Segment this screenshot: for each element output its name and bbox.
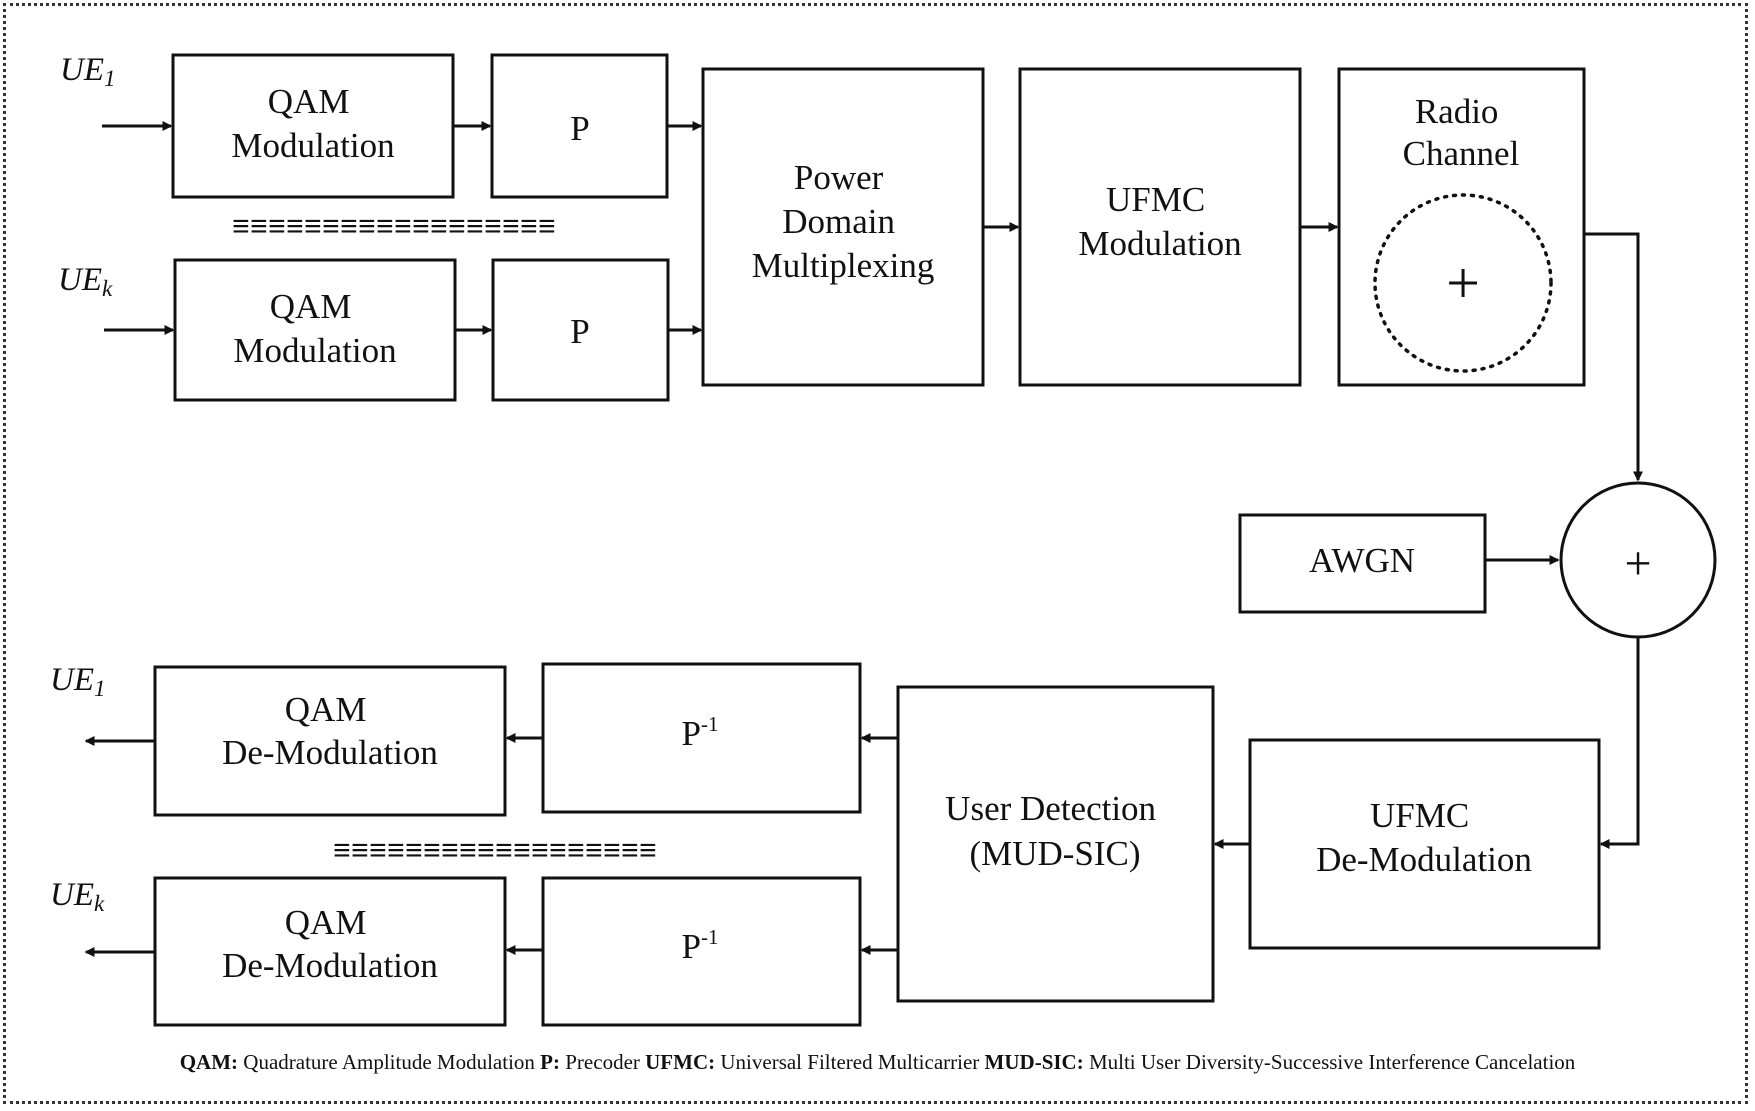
precoder-block-k	[491, 258, 670, 402]
inverse-precoder-block-k	[541, 876, 862, 1027]
power-domain-multiplexing-label: Power Domain Multiplexing	[752, 158, 935, 285]
ufmc-demodulation-label: UFMC De-Modulation	[1316, 796, 1532, 879]
qam-demodulation-block-1	[153, 665, 507, 817]
legend-term-p: P:	[540, 1050, 560, 1074]
radio-channel-label: Radio Channel	[1403, 92, 1520, 173]
inverse-precoder-label-1: P-1	[682, 712, 719, 753]
dotted-frame	[3, 3, 1748, 1104]
power-domain-multiplexing-block	[701, 67, 985, 387]
radio-channel-plus-icon: +	[1446, 250, 1480, 316]
awgn-block	[1238, 513, 1487, 614]
legend-term-ufmc: UFMC:	[645, 1050, 716, 1074]
legend-term-mud-sic: MUD-SIC:	[984, 1050, 1084, 1074]
inverse-precoder-label-k: P-1	[682, 925, 719, 966]
awgn-label: AWGN	[1309, 541, 1415, 580]
qam-modulation-block-1	[171, 53, 455, 199]
qam-demodulation-label-1: QAM De-Modulation	[222, 690, 438, 772]
precoder-label-1: P	[570, 109, 589, 148]
arrow-adder-to-ufmc-demod	[1599, 637, 1640, 849]
arrow-channel-to-adder	[1584, 232, 1643, 482]
user-detection-label: User Detection (MUD-SIC)	[945, 789, 1165, 873]
legend-def-qam: Quadrature Amplitude Modulation	[243, 1050, 535, 1074]
ufmc-modulation-block	[1018, 67, 1302, 387]
legend-def-ufmc: Universal Filtered Multicarrier	[720, 1050, 980, 1074]
legend-term-qam: QAM:	[179, 1050, 239, 1074]
ellipsis-receiver: ≡≡≡≡≡≡≡≡≡≡≡≡≡≡≡≡≡≡	[333, 836, 657, 870]
ellipsis-transmitter: ≡≡≡≡≡≡≡≡≡≡≡≡≡≡≡≡≡≡	[232, 212, 556, 246]
radio-channel-block	[1337, 67, 1586, 387]
qam-modulation-label-k: QAM Modulation	[233, 287, 396, 370]
legend-def-mud-sic: Multi User Diversity-Successive Interfer…	[1088, 1050, 1576, 1074]
qam-demodulation-label-k: QAM De-Modulation	[222, 903, 438, 985]
adder-plus-icon: +	[1624, 537, 1651, 590]
connectors	[84, 121, 1643, 957]
precoder-label-k: P	[570, 312, 589, 351]
input-label-uek: UEk	[58, 262, 113, 301]
qam-modulation-block-k	[173, 258, 457, 402]
radio-channel-dotted-circle	[1373, 193, 1553, 373]
user-detection-block	[896, 685, 1215, 1003]
legend-def-p: Precoder	[565, 1050, 640, 1074]
ufmc-demodulation-block	[1248, 738, 1601, 950]
output-label-uek: UEk	[50, 877, 105, 916]
precoder-block-1	[490, 53, 669, 199]
inverse-precoder-block-1	[541, 662, 862, 814]
qam-modulation-label-1: QAM Modulation	[231, 82, 394, 165]
output-label-ue1: UE1	[50, 662, 106, 701]
ufmc-modulation-label: UFMC Modulation	[1078, 180, 1241, 263]
input-label-ue1: UE1	[60, 52, 116, 91]
legend: QAM: Quadrature Amplitude Modulation P: …	[0, 1050, 1755, 1075]
